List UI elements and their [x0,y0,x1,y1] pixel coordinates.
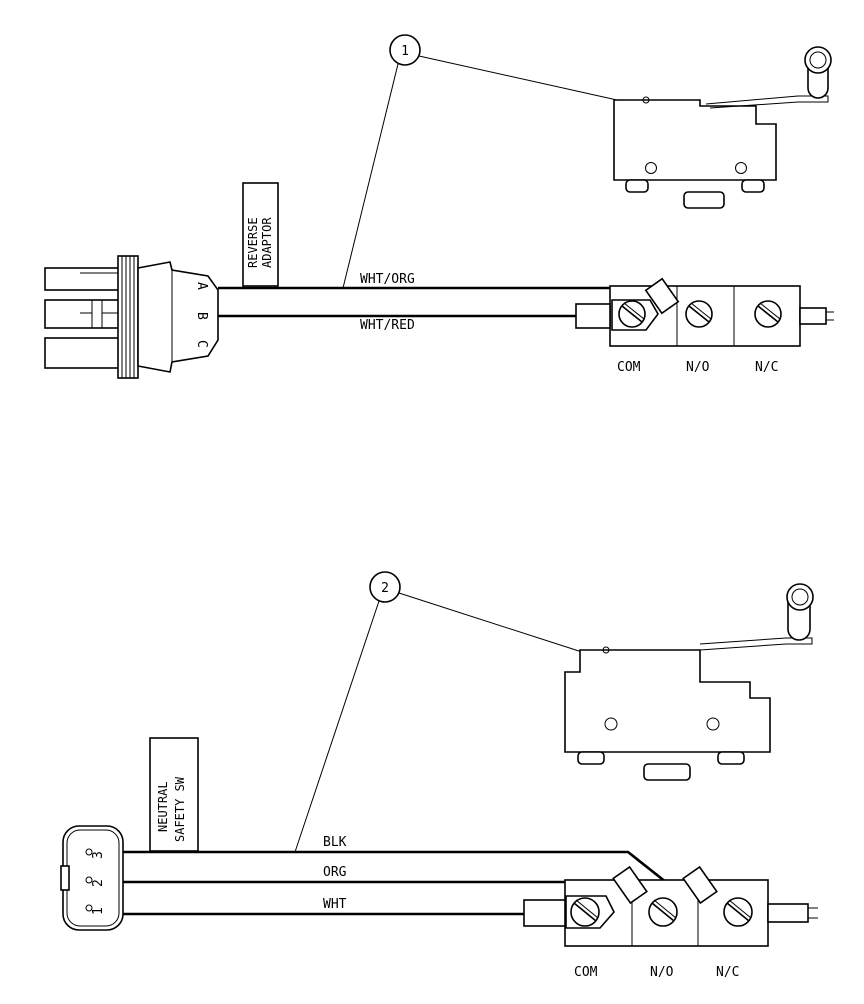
pin-label-1: 1 [91,907,106,915]
pin-label-a: A [194,282,209,290]
lever-roller-hub [791,588,809,606]
wire-tag-flag [242,182,279,287]
switch-foot [717,751,745,765]
callout-number: 1 [401,44,409,59]
wire-label-blk: BLK [323,835,347,850]
wire-tag-flag [149,737,199,852]
pin-1 [85,904,93,912]
terminal-label-nc: N/C [755,360,778,375]
terminal-plunger-left [523,899,566,927]
wire-label-wht-org: WHT/ORG [360,272,415,287]
lever-roller [804,46,832,74]
connector-latch-mid [44,299,122,329]
switch-body [564,649,771,753]
callout-2: 2 [294,571,583,853]
switch-body [613,99,777,181]
microswitch-1-terminal-view: COM N/O N/C [575,277,834,375]
pin-label-3: 3 [91,851,106,859]
leader-to-switch [418,55,618,101]
callout-circle [369,571,401,603]
callout-number: 2 [381,581,389,596]
lever-arm [699,637,813,651]
terminal-plunger-right [767,903,809,923]
connector-housing [137,261,219,373]
connector-latch-top [44,267,122,291]
reverse-adaptor-tag: REVERSE ADAPTOR [242,182,279,287]
switch-plunger [643,763,691,781]
microswitch-2-side-view [564,583,814,781]
connector-key [60,865,70,891]
tag-line-1: NEUTRAL [156,781,170,832]
terminal-plunger-right [799,307,827,325]
microswitch-1-side-view [613,46,832,209]
leader-to-wire [342,63,399,289]
tag-line-2: ADAPTOR [260,217,274,268]
switch-mount-hole-small [642,96,650,104]
terminal-label-com: COM [617,360,641,375]
switch-plunger [683,191,725,209]
terminal-label-nc: N/C [716,965,739,980]
pin-label-b: B [194,312,209,320]
tag-line-2: SAFETY SW [173,776,187,842]
terminal-label-no: N/O [686,360,710,375]
wire-label-wht: WHT [323,897,347,912]
switch-mount-hole [604,717,618,731]
pin-label-2: 2 [91,879,106,887]
bottom-assembly: 2 1 2 3 [60,571,818,980]
pin-3 [85,848,93,856]
connector-latch-bottom [44,337,122,369]
terminal-label-com: COM [574,965,598,980]
connector-abc: A B C [44,255,219,379]
callout-1: 1 [342,34,618,289]
pin-2 [85,876,93,884]
no-wire-lug [612,865,648,905]
pin-label-c: C [194,340,209,348]
microswitch-2-terminal-view: COM N/O N/C [523,865,818,980]
wire-label-wht-red: WHT/RED [360,318,415,333]
no-wire-lug [644,277,680,315]
switch-mount-hole-small [602,646,610,654]
connector-collar [117,255,139,379]
callout-circle [389,34,421,66]
connector-window [91,299,103,329]
switch-mount-hole [706,717,720,731]
switch-foot [741,179,765,193]
switch-foot [577,751,605,765]
lever-roller [786,583,814,611]
connector-123: 1 2 3 [60,825,124,931]
leader-to-switch [398,592,583,653]
terminal-plunger-left [575,303,611,329]
switch-foot [625,179,649,193]
terminal-label-no: N/O [650,965,674,980]
wire-label-org: ORG [323,865,347,880]
switch-mount-hole [645,162,657,174]
lever-arm [705,95,829,109]
tag-line-1: REVERSE [246,217,260,268]
top-assembly: 1 [44,34,834,379]
lever-roller-hub [809,51,827,69]
leader-to-wire [294,600,380,853]
top-wires: WHT/ORG WHT/RED [218,272,612,333]
switch-mount-hole [735,162,747,174]
neutral-safety-tag: NEUTRAL SAFETY SW [149,737,199,852]
nc-wire-lug [682,865,718,905]
